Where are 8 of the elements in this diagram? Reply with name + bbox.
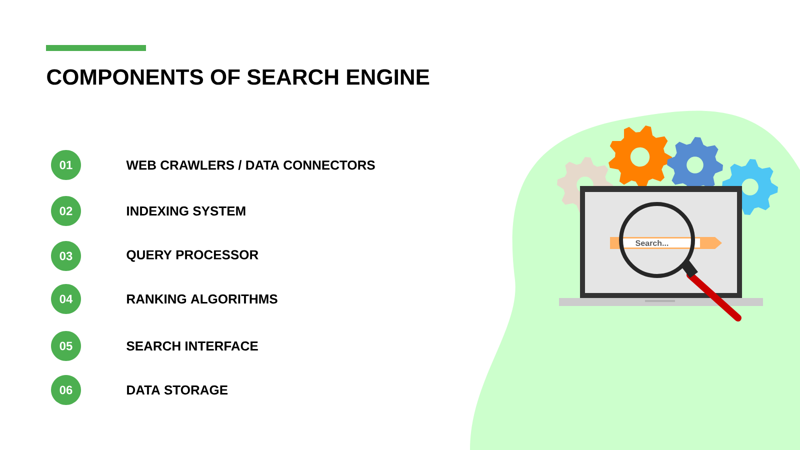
item-label: DATA STORAGE xyxy=(127,385,228,395)
item-label: QUERY PROCESSOR xyxy=(126,250,258,262)
item-label: SEARCH INTERFACE xyxy=(126,341,258,351)
title: COMPONENTS OF SEARCH ENGINE xyxy=(47,69,430,85)
item-label: INDEXING SYSTEM xyxy=(127,206,246,216)
search-field-text: Search... xyxy=(636,240,668,246)
item-label: WEB CRAWLERS / DATA CONNECTORS xyxy=(126,160,375,170)
item-label: RANKING ALGORITHMS xyxy=(127,294,278,304)
